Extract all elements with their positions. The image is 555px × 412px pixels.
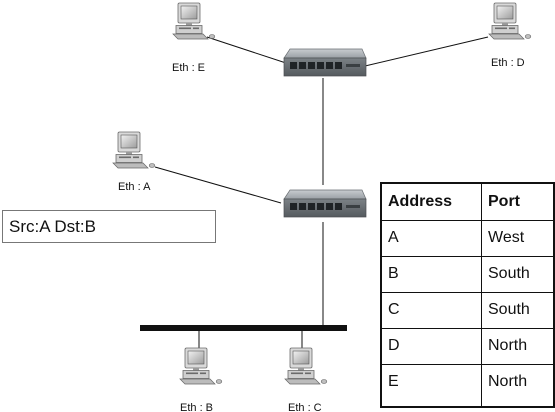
port-cell: South [488,301,530,318]
table-row-divider [382,328,553,329]
port-cell: South [488,265,530,282]
bottom-switch-icon [283,189,367,218]
host-b-computer-icon [179,347,223,385]
table-row-divider [382,220,553,221]
host-e-computer-icon [172,2,216,40]
address-cell: B [388,265,399,282]
table-column-divider [481,184,482,406]
table-header-row: Address Port [382,184,553,220]
host-d-computer-icon [488,2,532,40]
address-cell: A [388,229,399,246]
link-a-bottom-switch [154,166,282,204]
packet-label: Src:A Dst:B [9,217,96,236]
host-a-computer-icon [112,131,156,169]
table-row-divider [382,256,553,257]
link-d-top-switch [364,36,489,67]
host-c-computer-icon [284,347,328,385]
table-row: D North [382,328,553,364]
address-cell: E [388,373,399,390]
table-row-divider [382,364,553,365]
top-switch-icon [283,48,367,77]
ethernet-bus [140,325,347,331]
port-column-header: Port [488,193,520,210]
port-cell: North [488,337,528,354]
host-d-label: Eth : D [491,57,525,69]
link-e-top-switch [206,36,287,64]
port-cell: North [488,373,528,390]
host-e-label: Eth : E [172,62,205,74]
packet-label-box: Src:A Dst:B [2,210,216,243]
address-cell: C [388,301,400,318]
host-c-label: Eth : C [288,402,322,412]
host-a-label: Eth : A [118,181,151,193]
table-row-divider [382,292,553,293]
address-column-header: Address [388,193,453,210]
link-lines [154,36,489,327]
table-row: A West [382,220,553,256]
table-row: B South [382,256,553,292]
mac-address-table: Address Port A West B South C South D No… [380,182,555,408]
host-b-label: Eth : B [180,402,213,412]
table-row: E North [382,364,553,400]
port-cell: West [488,229,525,246]
address-cell: D [388,337,400,354]
table-row: C South [382,292,553,328]
